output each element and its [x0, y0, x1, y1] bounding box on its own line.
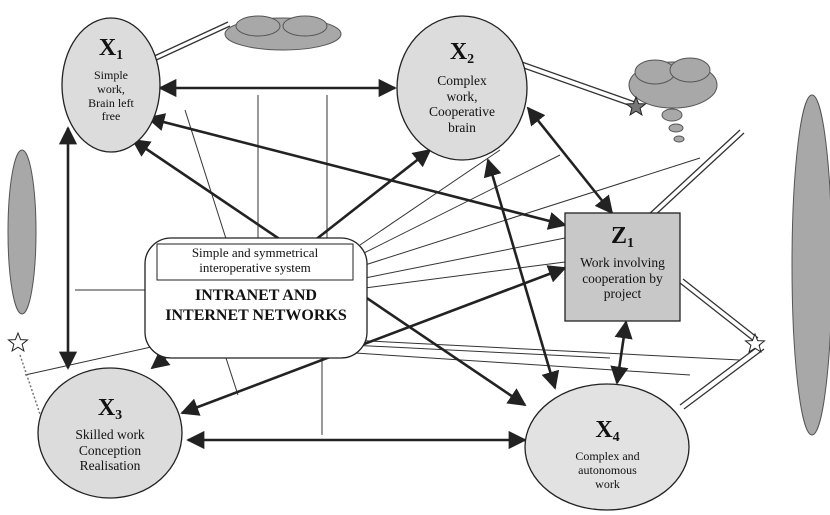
thin-line [359, 149, 501, 246]
arrow-x2-z1 [526, 106, 614, 215]
node-z1-text: Work involving cooperation by project [580, 255, 665, 302]
node-z1-shape [564, 212, 681, 322]
node-x3-title: X3 [97, 395, 123, 423]
stars [7, 95, 766, 354]
hub-inner-box [156, 243, 354, 281]
double-lines [149, 21, 765, 410]
node-x1-shape [61, 17, 161, 153]
cloud-left [7, 149, 37, 315]
node-x3-text: Skilled work Conception Realisation [75, 427, 145, 474]
node-x2-title: X2 [449, 39, 475, 67]
star-icon [744, 332, 766, 354]
hub-title: INTRANET AND INTERNET NETWORKS [165, 287, 347, 324]
node-z1-title: Z1 [610, 223, 634, 251]
arrow-z1-x3 [180, 265, 567, 416]
node-x4-text: Complex and autonomous work [575, 449, 640, 491]
dotted-line [19, 354, 43, 421]
cloud-top-bump [235, 15, 281, 37]
node-x4: X4 Complex and autonomous work [550, 418, 665, 491]
thin-line [224, 354, 239, 396]
node-x1: X1 Simple work, Brain left free [70, 36, 152, 124]
node-x3-shape [37, 367, 183, 499]
thin-line [364, 261, 566, 289]
star-icon [7, 331, 29, 353]
thin-line [364, 237, 566, 279]
node-x1-text: Simple work, Brain left free [88, 68, 134, 124]
thought-bubble [661, 108, 683, 122]
node-x4-title: X4 [595, 417, 620, 445]
thought-bubble [668, 123, 684, 133]
thin-line [359, 154, 561, 256]
node-x4-shape [524, 383, 690, 511]
clouds [7, 15, 830, 436]
cloud-topright-bump [669, 57, 711, 83]
arrow-z1-x4 [610, 320, 633, 385]
cloud-topright-bump [634, 59, 676, 85]
node-x3: X3 Skilled work Conception Realisation [50, 396, 170, 474]
star-icon [625, 95, 647, 117]
node-z1: Z1 Work involving cooperation by project [567, 224, 678, 302]
node-x2-shape [396, 15, 528, 161]
node-x2: X2 Complex work, Cooperative brain [412, 40, 512, 135]
cloud-right [791, 94, 830, 436]
thin-line [339, 351, 691, 376]
thought-bubble [673, 135, 685, 143]
cloud-top-bump [282, 15, 328, 37]
hub-inner-text: Simple and symmetrical interoperative sy… [191, 245, 319, 275]
node-x2-text: Complex work, Cooperative brain [429, 73, 495, 135]
nodes [37, 15, 690, 511]
node-x1-title: X1 [98, 35, 124, 63]
